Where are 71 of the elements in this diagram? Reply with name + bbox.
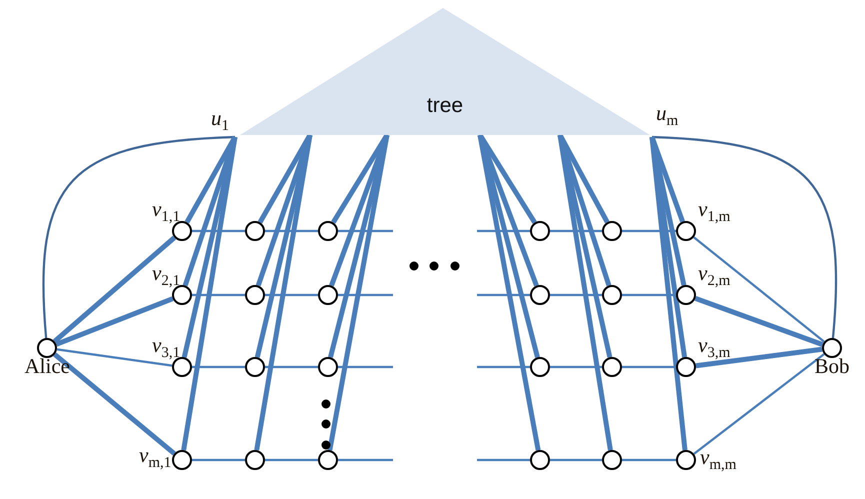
- graph-edge: [192, 458, 245, 462]
- graph-edge: [477, 366, 530, 368]
- vertex-label: Bob: [814, 356, 850, 377]
- vertex-label: v$_{3,m}$: [698, 335, 730, 362]
- graph-edge: [265, 366, 318, 368]
- vertex-circle: [530, 357, 550, 377]
- vertex-circle: [318, 450, 338, 470]
- vertex-circle: [318, 221, 338, 241]
- vertex-circle: [602, 221, 622, 241]
- graph-edge: [182, 136, 238, 286]
- graph-edge: [327, 134, 390, 451]
- vertex-label: v$_{3,1}$: [152, 335, 180, 362]
- graph-edge: [477, 230, 530, 232]
- graph-edge: [477, 458, 530, 462]
- graph-edge: [550, 294, 602, 296]
- vertex-circle: [602, 285, 622, 305]
- vertex-label: v$_{2,1}$: [152, 263, 180, 290]
- graph-edge: [650, 136, 685, 222]
- graph-edge: [42, 136, 236, 338]
- graph-edge: [550, 458, 602, 462]
- vertex-circle: [245, 285, 265, 305]
- vertex-circle: [530, 221, 550, 241]
- graph-edge: [192, 230, 245, 232]
- graph-edge: [694, 296, 824, 347]
- vertex-circle: [530, 450, 550, 470]
- vertex-circle: [245, 221, 265, 241]
- graph-edge: [192, 366, 245, 368]
- graph-edge: [622, 294, 676, 296]
- graph-edge: [693, 236, 825, 343]
- graph-edge: [478, 134, 541, 451]
- vertex-circle: [245, 450, 265, 470]
- vertex-circle: [245, 357, 265, 377]
- vertex-circle: [318, 357, 338, 377]
- graph-edge: [550, 366, 602, 368]
- graph-edge: [650, 136, 688, 450]
- graph-edge: [338, 294, 393, 296]
- graph-edge: [52, 236, 176, 344]
- vertex-label: v$_{2,m}$: [698, 263, 730, 290]
- vertex-label: Alice: [24, 356, 70, 377]
- vertex-label: u$_{m}$: [656, 103, 678, 130]
- vertex-label: v$_{1,m}$: [698, 199, 730, 226]
- vertex-circle: [530, 285, 550, 305]
- vertex-label: u$_{1}$: [211, 108, 229, 134]
- graph-edge: [265, 230, 318, 232]
- graph-edge: [693, 353, 825, 455]
- graph-edge: [338, 458, 393, 462]
- graph-edge: [56, 348, 172, 367]
- graph-edge: [622, 458, 676, 462]
- graph-edge: [558, 134, 613, 451]
- vertex-label: v$_{1,1}$: [152, 199, 180, 226]
- vertex-circle: [602, 450, 622, 470]
- graph-edge: [254, 134, 312, 451]
- graph-edge: [53, 352, 176, 456]
- graph-edge: [192, 294, 245, 296]
- vertex-label: v$_{m,m}$: [700, 447, 736, 474]
- vertex-circle: [602, 357, 622, 377]
- graph-edge: [652, 136, 837, 338]
- graph-edge: [338, 366, 393, 368]
- vertex-label: v$_{m,1}$: [139, 445, 172, 472]
- vertex-circle: [318, 285, 338, 305]
- graph-edge: [622, 366, 676, 368]
- tree-label: tree: [426, 94, 464, 118]
- graph-edge: [550, 230, 602, 232]
- graph-edge: [265, 294, 318, 296]
- graph-edge: [265, 458, 318, 462]
- graph-edge: [696, 346, 822, 368]
- graph-edge: [55, 296, 174, 347]
- graph-edge: [181, 136, 238, 451]
- graph-edge: [622, 230, 676, 232]
- graph-edge: [338, 230, 393, 232]
- graph-edge: [477, 294, 530, 296]
